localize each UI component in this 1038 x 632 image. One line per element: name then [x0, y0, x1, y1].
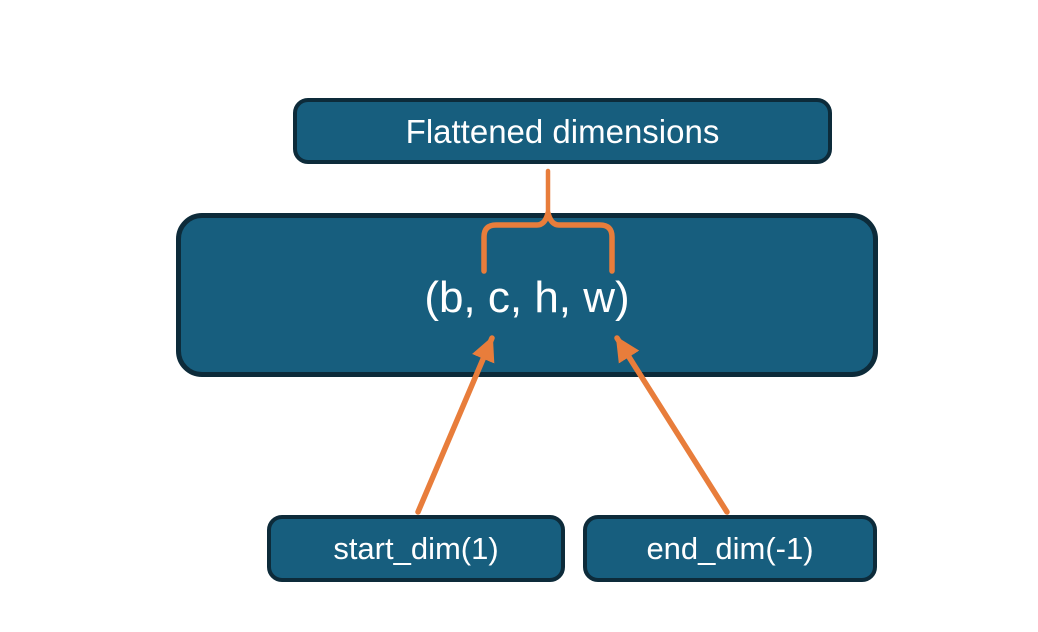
- node-end-dim-label: end_dim(-1): [646, 531, 814, 566]
- node-tensor-shape-label: (b, c, h, w): [424, 273, 630, 322]
- node-flattened-dimensions: Flattened dimensions: [293, 98, 832, 164]
- node-flattened-dimensions-label: Flattened dimensions: [405, 112, 720, 150]
- node-end-dim: end_dim(-1): [583, 515, 877, 582]
- node-tensor-shape: (b, c, h, w): [176, 213, 878, 377]
- node-start-dim-label: start_dim(1): [333, 531, 499, 566]
- node-start-dim: start_dim(1): [267, 515, 565, 582]
